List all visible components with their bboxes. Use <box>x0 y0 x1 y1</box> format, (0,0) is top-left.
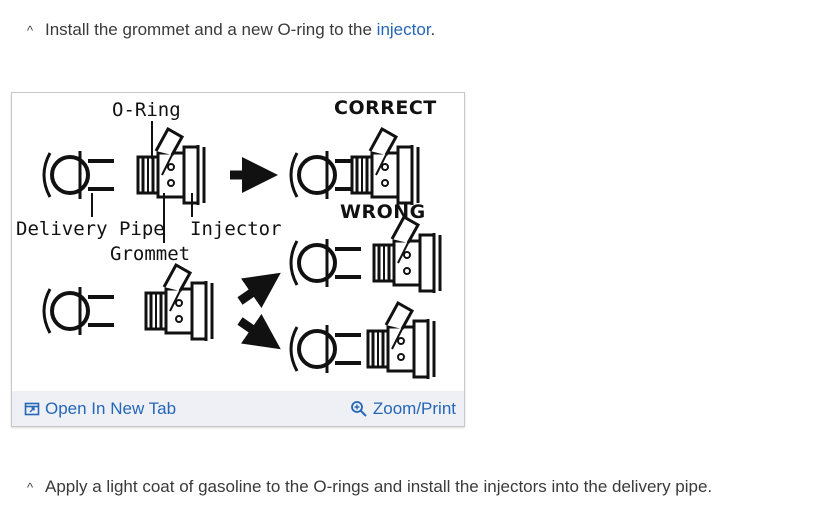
open-in-new-tab-label: Open In New Tab <box>45 398 177 418</box>
injector-link[interactable]: injector <box>376 20 431 39</box>
caret-icon: ^ <box>27 480 34 495</box>
injector-diagram <box>42 121 442 381</box>
step-1-text: Install the grommet and a new O-ring to … <box>45 20 435 40</box>
open-new-tab-icon <box>24 402 40 415</box>
correct-label: CORRECT <box>334 97 437 119</box>
zoom-print-link[interactable]: Zoom/Print <box>350 399 456 419</box>
wrong-label: WRONG <box>340 201 426 223</box>
delivery-pipe-label: Delivery Pipe <box>16 218 165 240</box>
step-1-text-after: . <box>430 20 436 39</box>
zoom-icon <box>350 400 367 417</box>
instruction-step-2: ^ Apply a light coat of gasoline to the … <box>27 477 712 497</box>
o-ring-label: O-Ring <box>112 99 181 121</box>
step-2-text: Apply a light coat of gasoline to the O-… <box>45 477 713 496</box>
injector-diagram-figure: O-Ring CORRECT WRONG Delivery Pipe Injec… <box>11 92 465 427</box>
instruction-step-1: ^ Install the grommet and a new O-ring t… <box>27 20 435 40</box>
figure-action-bar: Open In New Tab Zoom/Print <box>12 391 464 426</box>
open-in-new-tab-link[interactable]: Open In New Tab <box>24 399 176 419</box>
injector-label: Injector <box>190 218 282 240</box>
zoom-print-label: Zoom/Print <box>372 398 456 418</box>
caret-icon: ^ <box>27 23 34 38</box>
grommet-label: Grommet <box>110 243 191 265</box>
step-1-text-before: Install the grommet and a new O-ring to … <box>45 20 377 39</box>
